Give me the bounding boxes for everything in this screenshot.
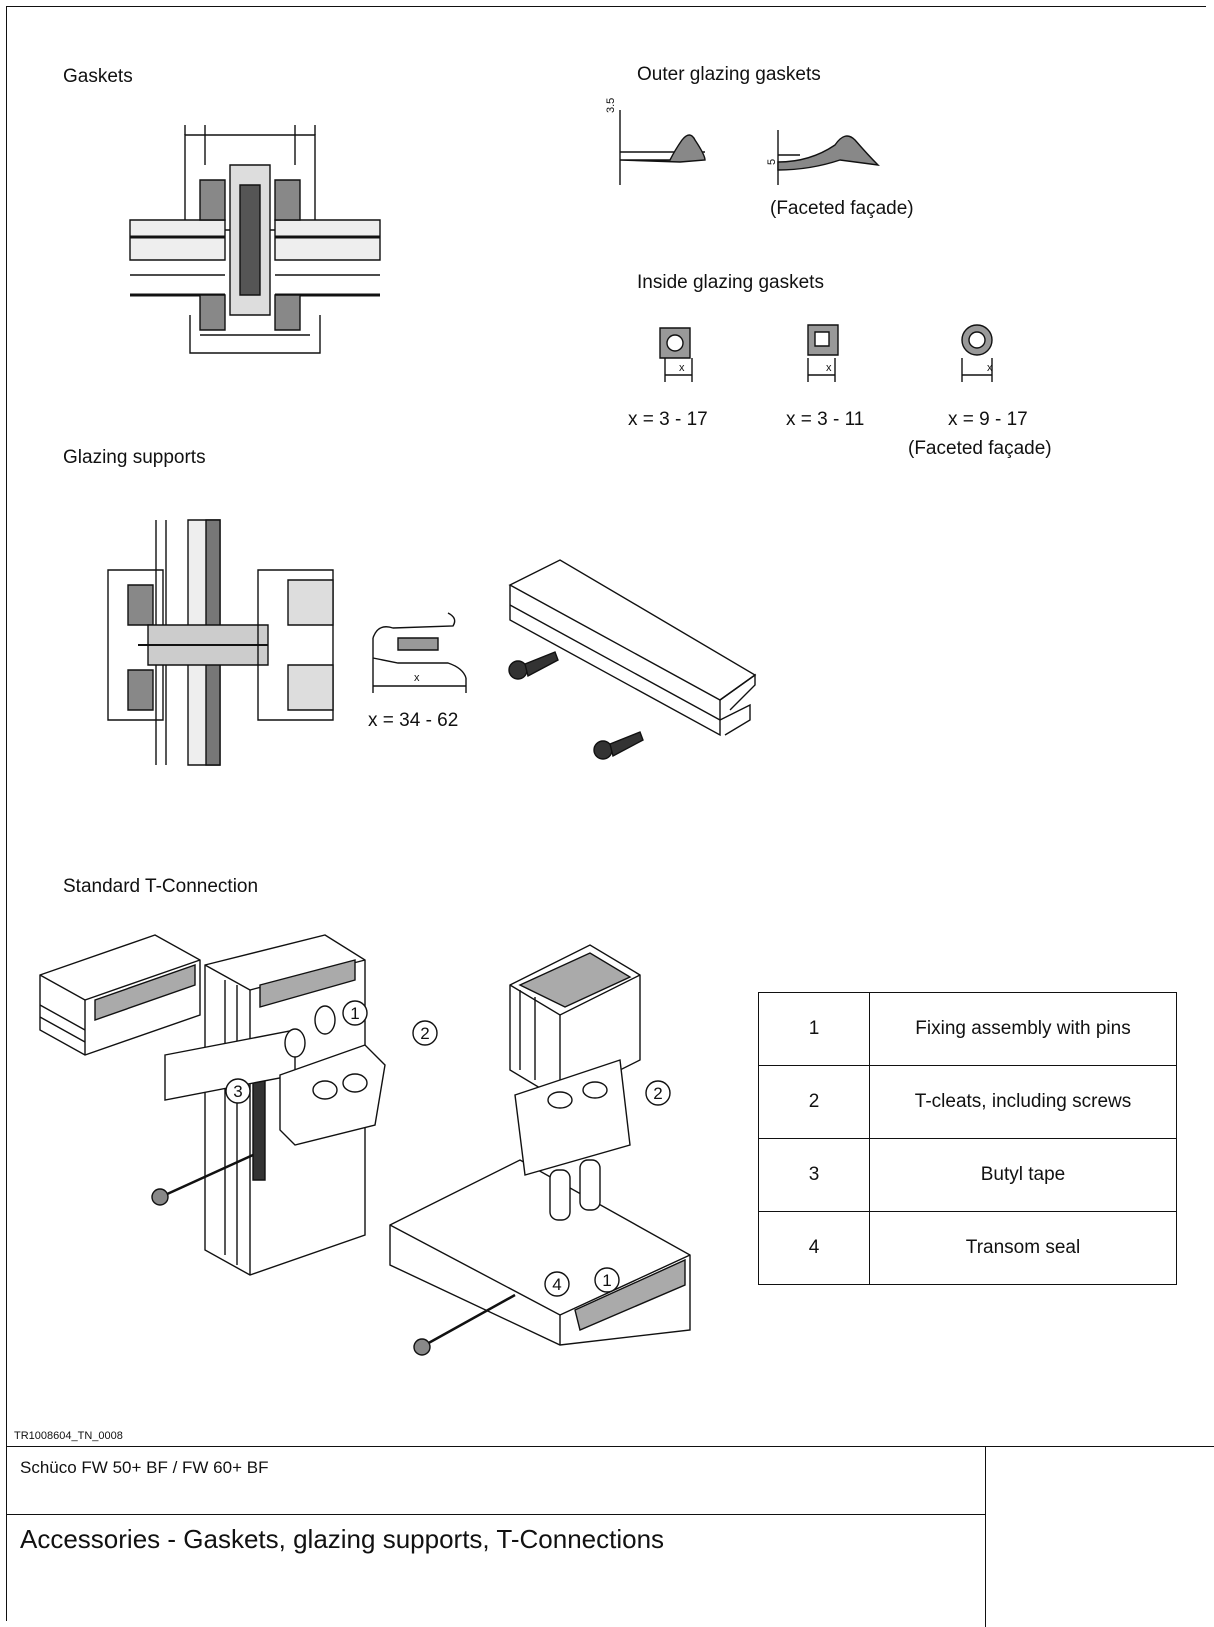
outer-faceted-note: (Faceted façade) — [770, 198, 914, 219]
callout-3-left: 3 — [226, 1079, 250, 1103]
title-block-divider-vertical — [985, 1446, 986, 1627]
svg-text:1: 1 — [602, 1271, 611, 1290]
inside-range-1: x = 3 - 17 — [628, 409, 708, 430]
svg-text:1: 1 — [350, 1004, 359, 1023]
t-connection-assembly-right — [390, 945, 710, 1345]
support-range: x = 34 - 62 — [368, 710, 459, 731]
outer-gaskets-heading: Outer glazing gaskets — [637, 64, 821, 85]
svg-text:2: 2 — [420, 1024, 429, 1043]
legend-row: 1 Fixing assembly with pins — [758, 992, 1177, 1066]
callout-2-right: 2 — [646, 1081, 670, 1105]
legend-desc: Butyl tape — [869, 1138, 1177, 1212]
legend-row: 2 T-cleats, including screws — [758, 1065, 1177, 1139]
gaskets-heading: Gaskets — [63, 66, 133, 87]
dim-x-2: x — [826, 362, 832, 374]
outer-gasket-profiles — [610, 110, 890, 190]
dim-x-3: x — [987, 362, 993, 374]
glazing-supports-heading: Glazing supports — [63, 447, 206, 468]
svg-text:3: 3 — [233, 1082, 242, 1101]
glazing-support-profile — [368, 608, 473, 708]
system-name: Schüco FW 50+ BF / FW 60+ BF — [20, 1458, 269, 1477]
inside-range-3-note: (Faceted façade) — [908, 438, 1052, 459]
legend-desc: Fixing assembly with pins — [869, 992, 1177, 1066]
legend-table: 1 Fixing assembly with pins 2 T-cleats, … — [758, 992, 1177, 1285]
svg-text:4: 4 — [552, 1275, 561, 1294]
dim-x-support: x — [414, 672, 420, 684]
dim-x-1: x — [679, 362, 685, 374]
drawing-frame — [6, 6, 1206, 1621]
legend-row: 3 Butyl tape — [758, 1138, 1177, 1212]
inside-range-3: x = 9 - 17 — [948, 409, 1028, 430]
title-block-divider-horizontal — [6, 1514, 985, 1515]
legend-desc: T-cleats, including screws — [869, 1065, 1177, 1139]
drawing-reference: TR1008604_TN_0008 — [14, 1430, 123, 1442]
title-block — [6, 1446, 1214, 1627]
glazing-support-section — [108, 520, 333, 765]
svg-text:2: 2 — [653, 1084, 662, 1103]
legend-num: 4 — [758, 1211, 870, 1285]
t-connection-heading: Standard T-Connection — [63, 876, 259, 897]
document-title: Accessories - Gaskets, glazing supports,… — [20, 1524, 665, 1554]
legend-num: 2 — [758, 1065, 870, 1139]
t-connection-assembly-left — [25, 935, 445, 1280]
legend-num: 1 — [758, 992, 870, 1066]
inside-range-2: x = 3 - 11 — [786, 409, 865, 430]
callout-2-left: 2 — [413, 1021, 437, 1045]
callout-4-right: 4 — [545, 1272, 569, 1296]
legend-row: 4 Transom seal — [758, 1211, 1177, 1285]
gasket-section-drawing — [130, 125, 380, 365]
callout-1-left: 1 — [343, 1001, 367, 1025]
glazing-support-isometric — [500, 560, 770, 770]
legend-desc: Transom seal — [869, 1211, 1177, 1285]
callout-1-right: 1 — [595, 1268, 619, 1292]
legend-num: 3 — [758, 1138, 870, 1212]
inside-gasket-profiles — [640, 320, 1040, 390]
inside-gaskets-heading: Inside glazing gaskets — [637, 272, 824, 293]
